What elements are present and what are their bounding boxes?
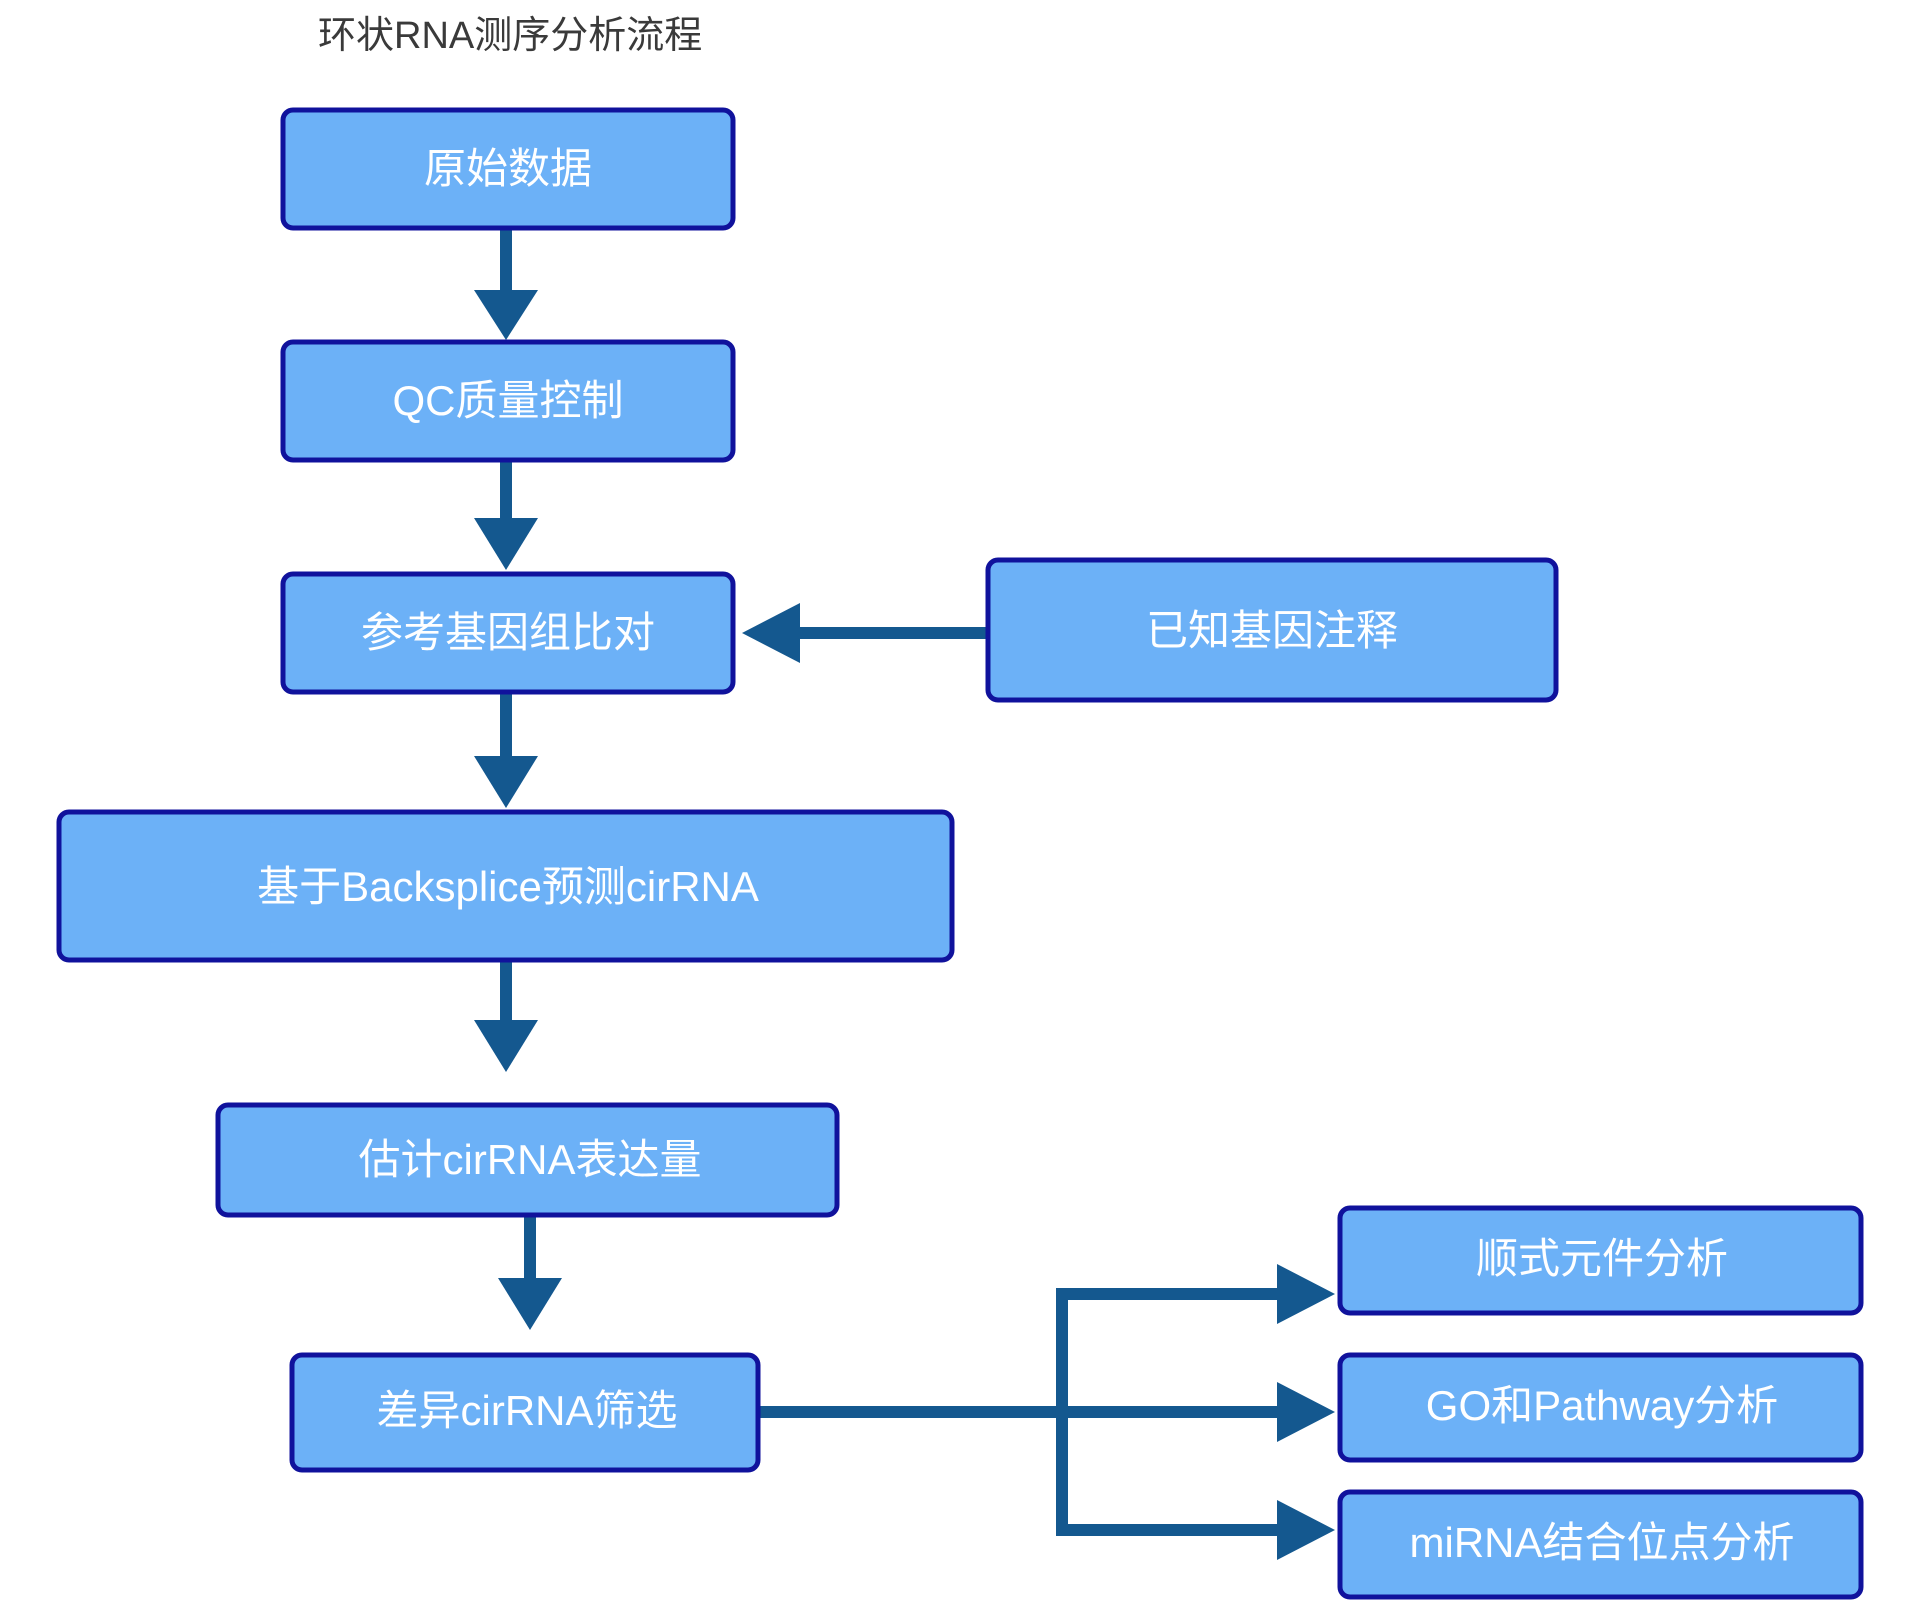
node-diff-screen[interactable]: 差异cirRNA筛选 [289, 1352, 761, 1473]
node-expression[interactable]: 估计cirRNA表达量 [215, 1102, 840, 1218]
edge-diff-branch-bus [758, 1294, 1068, 1530]
node-mirna-binding-label: miRNA结合位点分析 [1410, 1519, 1795, 1566]
node-cis-element[interactable]: 顺式元件分析 [1337, 1205, 1864, 1316]
node-diff-screen-label: 差异cirRNA筛选 [377, 1387, 678, 1434]
node-qc-label: QC质量控制 [392, 377, 623, 424]
node-qc-box[interactable] [280, 339, 736, 463]
edge-diff-to-cis [1056, 1264, 1335, 1324]
node-known-annotation[interactable]: 已知基因注释 [985, 557, 1559, 703]
node-go-pathway[interactable]: GO和Pathway分析 [1337, 1352, 1864, 1463]
node-cis-element-box[interactable] [1337, 1205, 1864, 1316]
node-qc[interactable]: QC质量控制 [280, 339, 736, 463]
node-cis-element-label: 顺式元件分析 [1476, 1235, 1728, 1282]
edge-align-to-backsplice [474, 694, 538, 808]
node-mirna-binding-box[interactable] [1337, 1489, 1864, 1600]
node-genome-align[interactable]: 参考基因组比对 [280, 571, 736, 695]
edge-annotation-to-align [742, 603, 988, 663]
node-backsplice-label: 基于Backsplice预测cirRNA [257, 863, 759, 910]
node-genome-align-label: 参考基因组比对 [361, 609, 655, 656]
node-mirna-binding[interactable]: miRNA结合位点分析 [1337, 1489, 1864, 1600]
edge-raw-to-qc [474, 228, 538, 340]
edge-diff-to-go [1062, 1382, 1335, 1442]
node-backsplice[interactable]: 基于Backsplice预测cirRNA [56, 809, 955, 963]
page-title: 环状RNA测序分析流程 [318, 15, 702, 57]
node-raw-data-label: 原始数据 [424, 145, 592, 192]
node-known-annotation-label: 已知基因注释 [1146, 607, 1398, 654]
edge-diff-to-mirna [1056, 1500, 1335, 1560]
node-known-annotation-box[interactable] [985, 557, 1559, 703]
node-expression-box[interactable] [215, 1102, 840, 1218]
edge-qc-to-align [474, 460, 538, 570]
node-backsplice-box[interactable] [56, 809, 955, 963]
node-go-pathway-box[interactable] [1337, 1352, 1864, 1463]
node-genome-align-box[interactable] [280, 571, 736, 695]
node-raw-data-box[interactable] [280, 107, 736, 231]
node-expression-label: 估计cirRNA表达量 [359, 1136, 702, 1183]
node-raw-data[interactable]: 原始数据 [280, 107, 736, 231]
edge-backsplice-to-expr [474, 960, 538, 1072]
node-go-pathway-label: GO和Pathway分析 [1426, 1382, 1778, 1429]
edge-expr-to-diff [498, 1215, 562, 1330]
node-diff-screen-box[interactable] [289, 1352, 761, 1473]
